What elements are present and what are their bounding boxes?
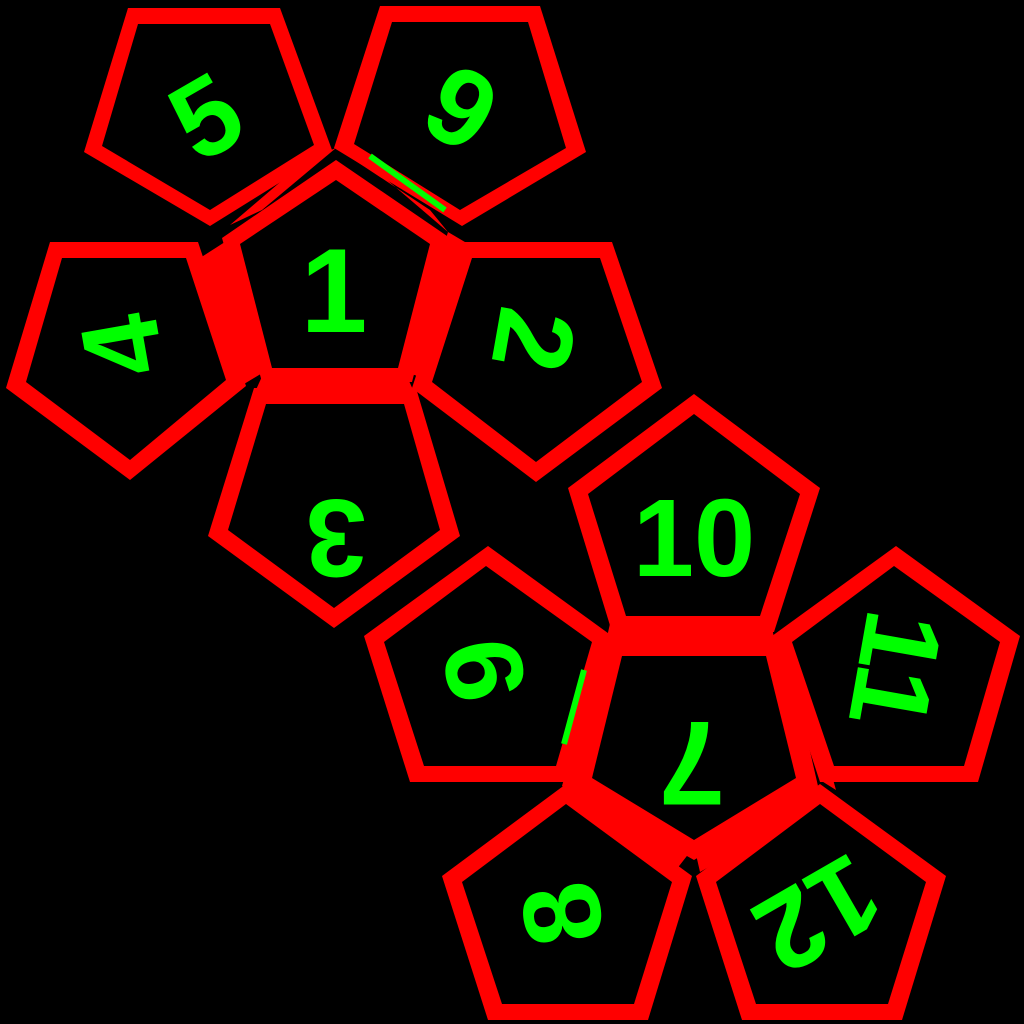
face-number: 10: [633, 477, 755, 600]
face-inner: [102, 24, 314, 210]
face-9: 9: [364, 546, 612, 782]
face-inner: [384, 566, 592, 766]
face-inner: [588, 414, 800, 616]
face-number: 7: [659, 696, 726, 830]
face-4: 4: [6, 242, 246, 480]
face-number: 3: [305, 476, 366, 599]
face-6: 6: [334, 6, 586, 226]
lower-cluster: 10 11 7 9: [364, 394, 1020, 1020]
face-7: 7: [562, 638, 818, 860]
face-inner: [354, 22, 566, 210]
face-number: 11: [825, 602, 966, 738]
face-8: 8: [442, 784, 692, 1020]
face-inner: [432, 258, 642, 462]
face-inner: [228, 404, 440, 608]
face-12: 12: [696, 784, 946, 1020]
face-1: 1: [222, 160, 450, 382]
face-2: 2: [412, 242, 662, 482]
face-inner: [26, 258, 226, 460]
face-10: 10: [568, 394, 820, 632]
face-inner: [716, 804, 926, 1004]
face-5: 5: [84, 8, 332, 226]
joint-1-4: [200, 240, 264, 384]
upper-cluster: 5 6 1 2: [6, 6, 662, 628]
face-inner: [462, 804, 672, 1004]
face-11: 11: [772, 546, 1020, 782]
underline-mark: [368, 153, 447, 213]
underline-mark: [561, 669, 587, 745]
face-inner: [792, 566, 1000, 766]
face-3: 3: [208, 388, 460, 628]
joint-7-12: [695, 778, 826, 872]
joint-1-5: [230, 148, 336, 225]
face-number: 1: [301, 224, 368, 358]
face-inner: [592, 656, 796, 840]
face-inner: [240, 180, 430, 368]
